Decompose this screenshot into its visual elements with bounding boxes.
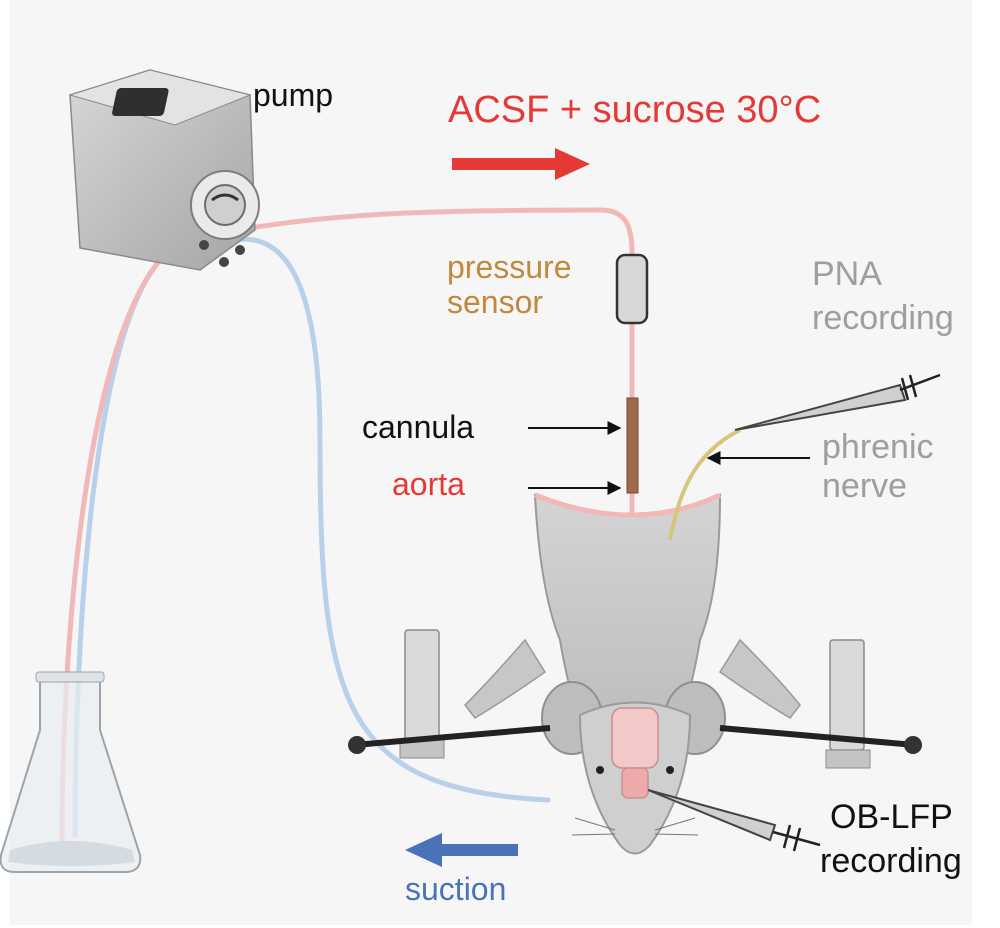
cannula-label: cannula — [362, 409, 475, 445]
pna-recording-label: PNA recording — [812, 252, 954, 340]
aorta-label: aorta — [392, 466, 465, 502]
pressure-sensor-label-line2: sensor — [447, 284, 544, 321]
rat-icon — [464, 492, 801, 855]
ob-lfp-recording-label-line1: OB-LFP — [830, 798, 953, 836]
phrenic-nerve-label: phrenic nerve — [822, 428, 934, 506]
suction-label: suction — [405, 871, 507, 907]
ob-lfp-recording-label: OB-LFP recording — [820, 795, 962, 883]
stereotaxic-clamp-right — [719, 639, 922, 769]
flow-arrow — [452, 148, 590, 180]
phrenic-nerve-lead — [668, 428, 741, 541]
phrenic-nerve-label-line1: phrenic — [822, 428, 934, 466]
pump-label: pump — [253, 77, 334, 113]
suction-tube — [72, 236, 551, 838]
erlenmeyer-flask-icon — [0, 671, 142, 873]
pna-recording-label-line2: recording — [812, 299, 954, 338]
cannula-icon — [626, 397, 639, 494]
suction-arrow — [405, 833, 518, 867]
pna-recording-label-line1: PNA — [812, 255, 882, 293]
phrenic-nerve-label-line2: nerve — [822, 467, 908, 506]
ob-lfp-recording-label-line2: recording — [820, 842, 962, 881]
peristaltic-pump-icon — [68, 69, 260, 271]
pressure-sensor-label: pressure sensor — [447, 249, 572, 321]
stereotaxic-clamp-left — [348, 629, 551, 759]
pressure-sensor-label-line1: pressure — [447, 249, 572, 285]
flow-label: ACSF + sucrose 30°C — [448, 89, 822, 131]
electrode-icon — [734, 373, 941, 431]
pressure-sensor-icon — [615, 253, 649, 325]
ob-lfp-electrode — [647, 789, 821, 852]
